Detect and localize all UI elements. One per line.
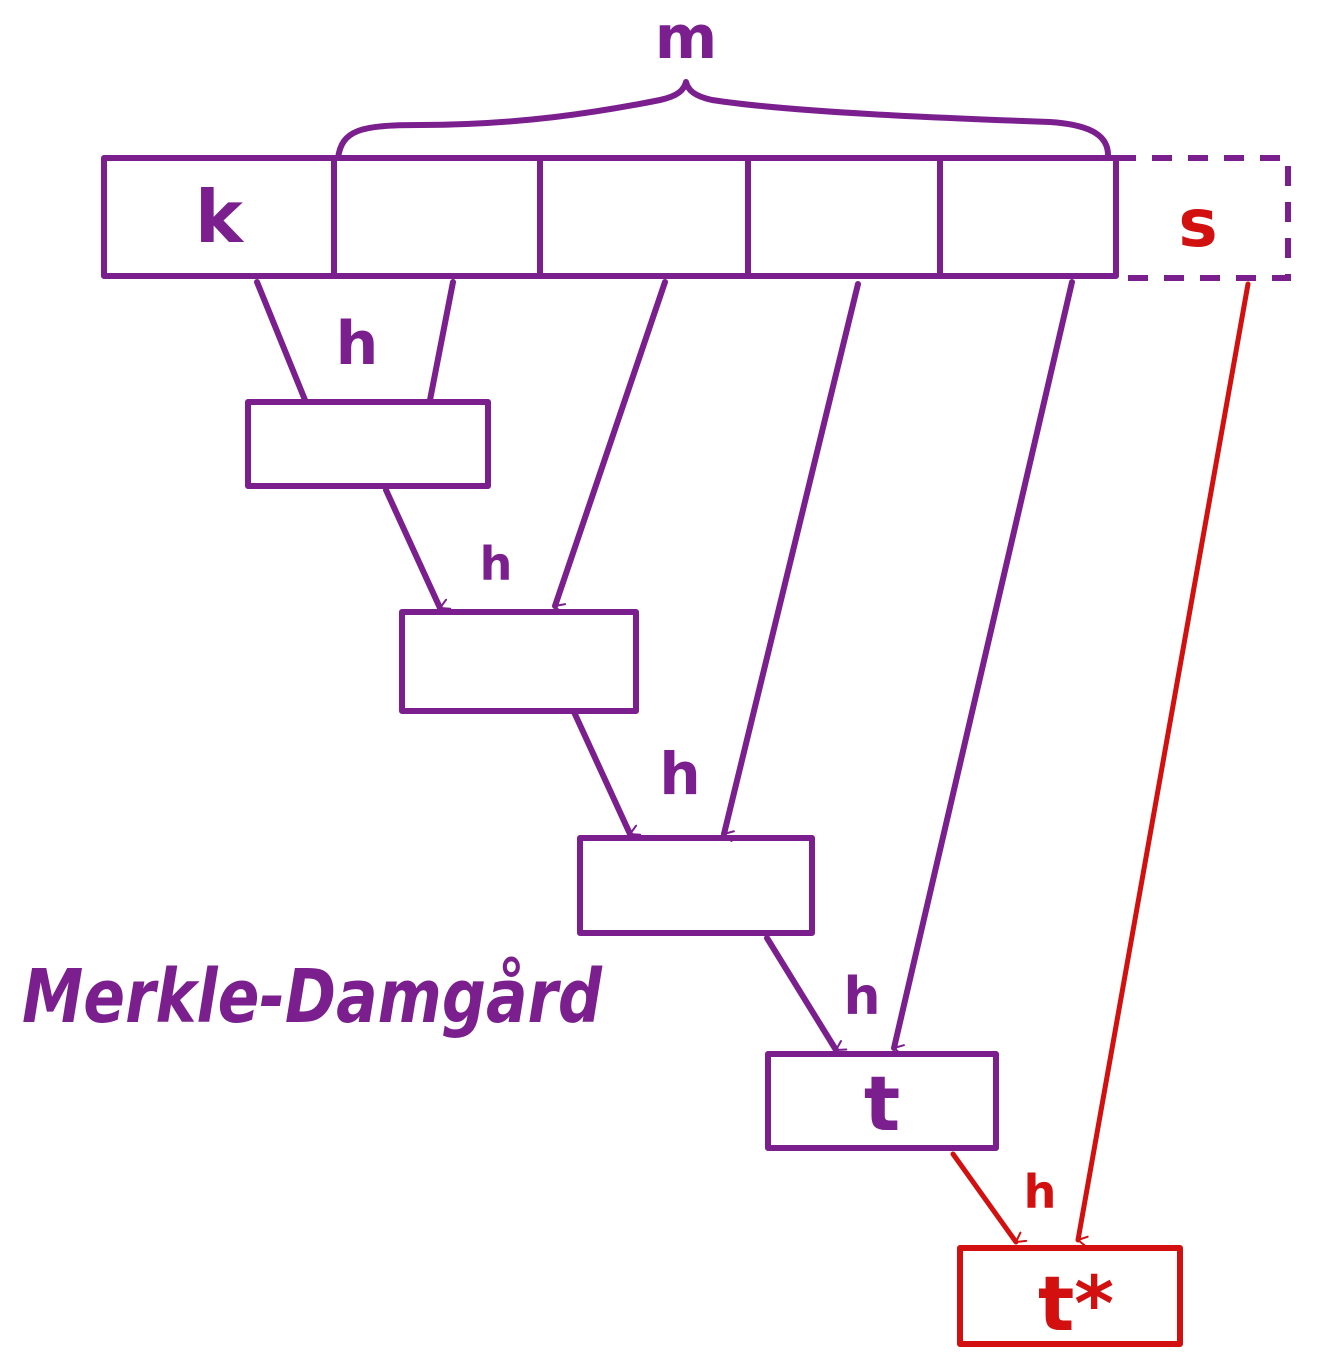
diagram-title: Merkle-Damgård bbox=[22, 954, 603, 1040]
m-label: m bbox=[655, 3, 718, 73]
h-label-2: h bbox=[480, 537, 513, 591]
chain-box-1 bbox=[245, 399, 491, 489]
box3-to-tag-arrow bbox=[764, 935, 848, 1053]
box2-to-box3-arrow bbox=[571, 709, 642, 837]
message-block-2 bbox=[537, 155, 751, 279]
message-block-1 bbox=[331, 155, 543, 279]
tag-box bbox=[765, 1051, 999, 1151]
block2-to-box2-arrow bbox=[552, 279, 668, 615]
chain-box-3 bbox=[577, 835, 815, 936]
h-label-1: h bbox=[336, 309, 379, 379]
h-label-3: h bbox=[659, 740, 700, 808]
h-label-5: h bbox=[1024, 1165, 1057, 1219]
tag-label: t bbox=[864, 1059, 900, 1148]
chain-box-2 bbox=[399, 609, 639, 714]
m-brace bbox=[335, 79, 1111, 161]
extended-tag-label: t* bbox=[1038, 1259, 1114, 1348]
k-label: k bbox=[195, 175, 245, 259]
s-label: s bbox=[1178, 185, 1217, 262]
extended-tag-box bbox=[957, 1245, 1183, 1347]
tag-to-extended-arrow bbox=[950, 1151, 1028, 1245]
h-label-4: h bbox=[843, 967, 880, 1027]
padding-to-extended-arrow bbox=[1075, 281, 1251, 1248]
key-to-box1-line bbox=[254, 279, 308, 403]
box1-to-box2-arrow bbox=[383, 487, 452, 611]
padding-block bbox=[1116, 155, 1291, 281]
block1-to-box1-line bbox=[427, 279, 456, 403]
message-block-3 bbox=[745, 155, 943, 279]
message-block-4 bbox=[937, 155, 1119, 279]
block3-to-box3-arrow bbox=[721, 281, 861, 842]
block4-to-tag-arrow bbox=[891, 279, 1075, 1056]
